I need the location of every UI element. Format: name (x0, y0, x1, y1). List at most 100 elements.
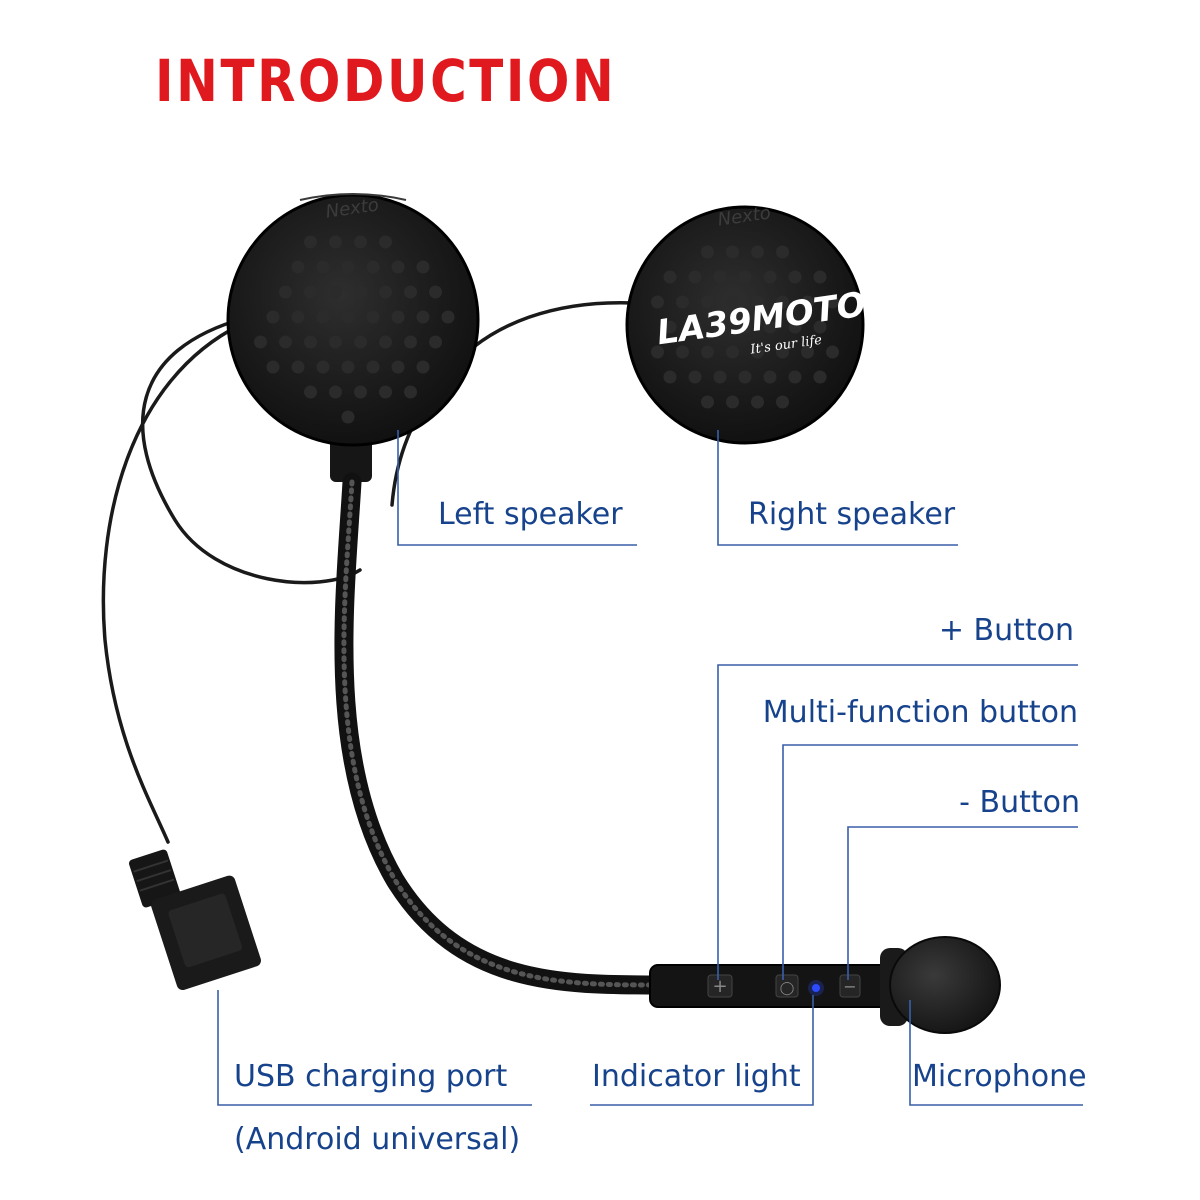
leader-lines (217, 430, 1083, 1106)
microphone-foam (880, 936, 1001, 1034)
label-plus-button: + Button (938, 613, 1074, 648)
grille-hole (726, 395, 739, 409)
left-speaker: Nexto (226, 193, 480, 482)
cable-usb (101, 323, 242, 844)
grille-hole (763, 270, 777, 284)
grille-hole (713, 270, 727, 284)
multi-function-button-body (775, 974, 799, 998)
grille-hole (763, 320, 777, 334)
label-right-speaker: Right speaker (748, 497, 956, 532)
grille-hole (701, 295, 714, 309)
grille-hole (404, 335, 417, 349)
grille-hole (663, 320, 677, 334)
leader-left-speaker (397, 430, 637, 546)
grille-hole (441, 310, 455, 324)
grille-hole (751, 295, 764, 309)
grille-hole (726, 345, 739, 359)
leader-indicator-light (590, 995, 814, 1106)
grille-hole (304, 335, 317, 349)
grille-hole (663, 270, 677, 284)
leader-minus-button (847, 826, 1078, 980)
plus-button-symbol: + (712, 976, 727, 997)
grille-hole (416, 360, 430, 374)
grille-hole (316, 310, 330, 324)
grille-hole (813, 270, 827, 284)
grille-hole (279, 285, 292, 299)
grille-hole (701, 395, 714, 409)
left-speaker-grille (254, 235, 455, 424)
grille-hole (416, 310, 430, 324)
grille-hole (788, 320, 802, 334)
grille-hole (763, 370, 777, 384)
grille-hole (316, 260, 330, 274)
grille-hole (404, 285, 417, 299)
label-microphone: Microphone (912, 1059, 1087, 1094)
grille-hole (663, 370, 677, 384)
grille-hole (688, 320, 702, 334)
plus-button-body (707, 974, 733, 998)
grille-hole (688, 270, 702, 284)
label-multi-function-button: Multi-function button (762, 695, 1078, 730)
grille-hole (801, 345, 814, 359)
grille-hole (366, 310, 380, 324)
grille-hole (701, 345, 714, 359)
grille-hole (738, 320, 752, 334)
grille-hole (291, 360, 305, 374)
grille-hole (713, 370, 727, 384)
grille-hole (429, 335, 442, 349)
leader-right-speaker (717, 430, 958, 546)
grille-hole (279, 335, 292, 349)
grille-hole (404, 385, 417, 399)
grille-hole (254, 335, 267, 349)
grille-hole (776, 395, 789, 409)
grille-hole (354, 385, 367, 399)
minus-button-symbol: − (843, 977, 856, 996)
grille-hole (266, 360, 280, 374)
grille-hole (291, 260, 305, 274)
grille-hole (776, 345, 789, 359)
grille-hole (788, 270, 802, 284)
cable-left-loop (140, 316, 362, 585)
label-left-speaker: Left speaker (438, 497, 623, 532)
grille-hole (379, 285, 392, 299)
minus-button-body (839, 974, 861, 998)
grille-hole (329, 385, 342, 399)
label-usb-port-subtitle: (Android universal) (234, 1122, 521, 1157)
indicator-light (812, 984, 820, 992)
grille-hole (713, 320, 727, 334)
multi-function-button-symbol: ◯ (780, 981, 795, 996)
label-indicator-light: Indicator light (592, 1059, 801, 1094)
usb-connector (129, 849, 261, 991)
label-minus-button: - Button (959, 785, 1080, 820)
grille-hole (676, 295, 689, 309)
grille-hole (726, 295, 739, 309)
grille-hole (379, 335, 392, 349)
grille-hole (688, 370, 702, 384)
grille-hole (304, 285, 317, 299)
leader-plus-button (717, 664, 1078, 980)
grille-hole (316, 360, 330, 374)
page-title: INTRODUCTION (155, 47, 617, 115)
leader-usb-port (217, 990, 532, 1106)
grille-hole (379, 235, 392, 249)
grille-hole (341, 260, 355, 274)
grille-hole (266, 310, 280, 324)
grille-hole (813, 370, 827, 384)
grille-hole (651, 345, 664, 359)
grille-hole (379, 385, 392, 399)
grille-hole (788, 370, 802, 384)
grille-hole (776, 245, 789, 259)
grille-hole (776, 295, 789, 309)
grille-hole (291, 310, 305, 324)
grille-hole (676, 345, 689, 359)
grille-hole (391, 260, 405, 274)
leader-multi-function-button (782, 744, 1078, 980)
grille-hole (416, 260, 430, 274)
grille-hole (801, 295, 814, 309)
grille-hole (304, 385, 317, 399)
grille-hole (341, 310, 355, 324)
leader-microphone (909, 1000, 1083, 1106)
grille-hole (354, 335, 367, 349)
grille-hole (751, 245, 764, 259)
